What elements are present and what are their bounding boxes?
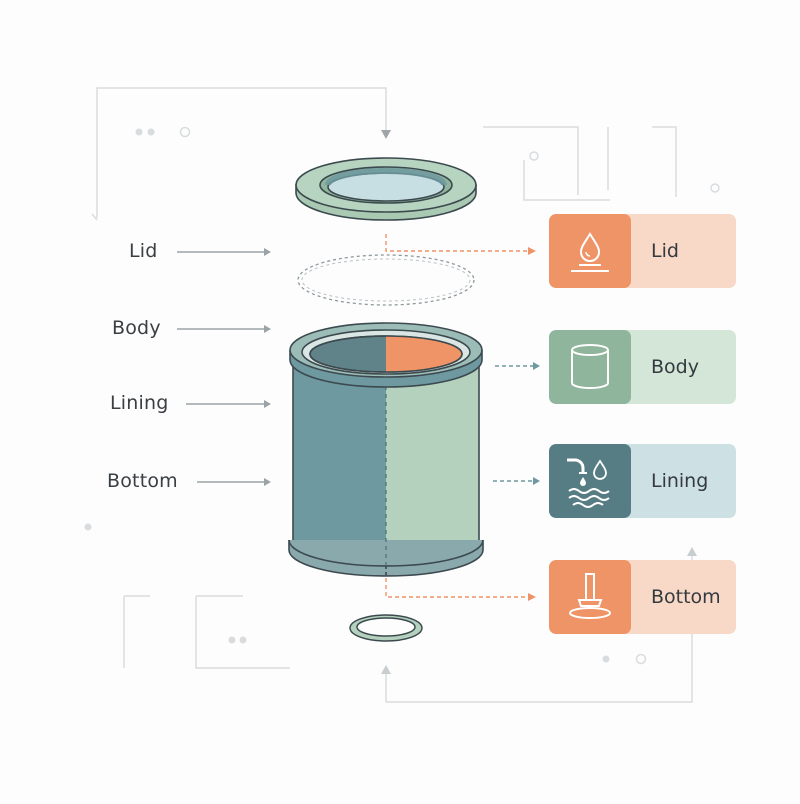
bottom-ring [349,614,423,642]
left-arrows [177,248,271,486]
decor-line-d [652,126,677,197]
press-icon [549,560,631,634]
card-lining-label: Lining [651,470,709,492]
card-body: Body [549,330,736,404]
card-lid-label: Lid [651,240,679,262]
label-lid: Lid [129,240,158,262]
leader-lines [385,234,540,601]
label-body: Body [112,317,161,339]
card-body-label: Body [651,356,699,378]
cylinder-icon [549,330,631,404]
top-bracket-line [96,87,387,218]
card-bottom-label: Bottom [651,586,721,608]
seal-outline [297,254,475,306]
card-lid: Lid [549,214,736,288]
decor-line-a [483,126,579,195]
lid-ring [295,157,477,221]
label-lining: Lining [110,392,169,414]
drop-icon [549,214,631,288]
card-lining: Lining [549,444,736,518]
background-dots [84,126,720,665]
card-bottom: Bottom [549,560,736,634]
can-body [288,322,484,577]
top-arrowhead [381,130,391,139]
decor-line-b [523,160,610,201]
label-bottom: Bottom [107,470,178,492]
decor-line-f [195,596,290,669]
water-tap-icon [549,444,631,518]
